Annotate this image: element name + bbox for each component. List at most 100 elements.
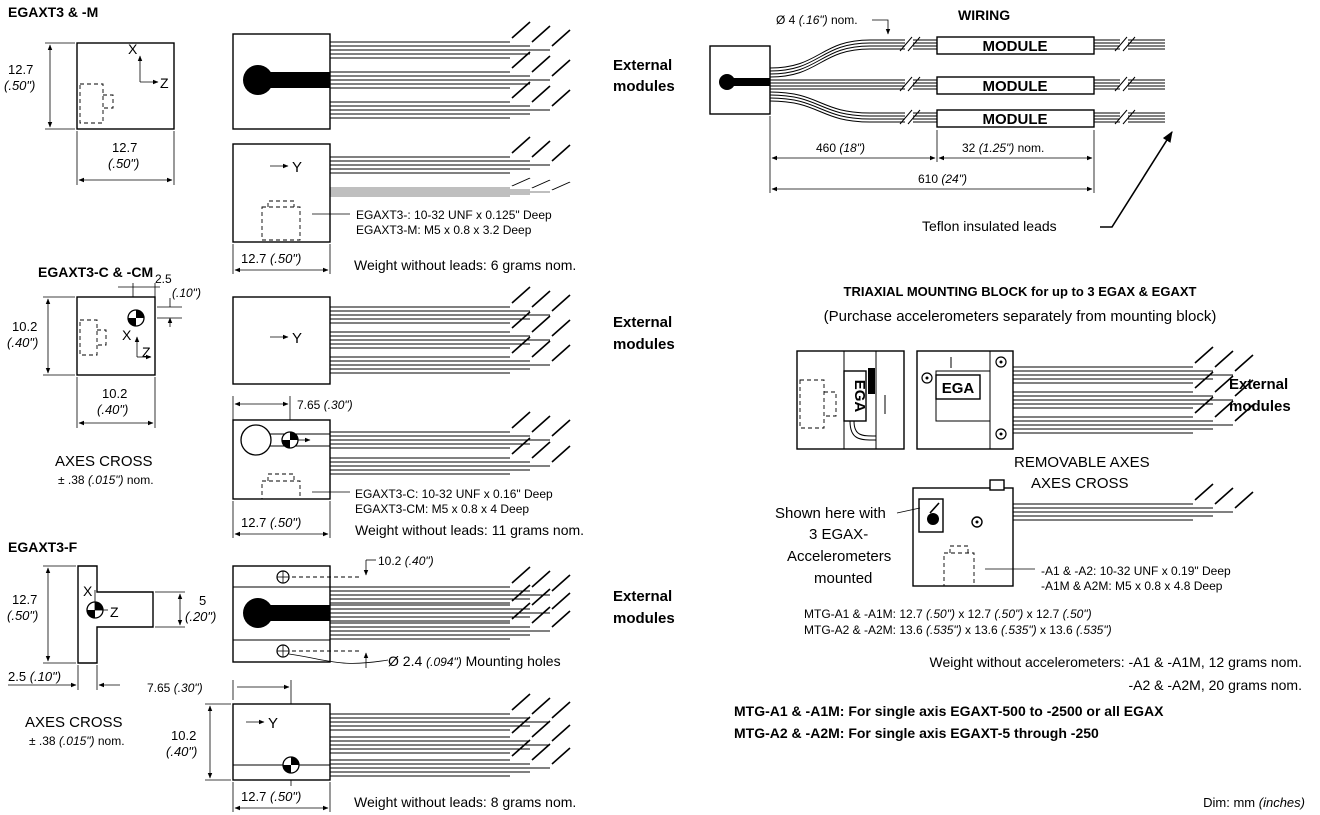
mtg-a1-size: MTG-A1 & -A1M: 12.7 (.50") x 12.7 (.50")… [804, 607, 1092, 621]
wiring-dimensions: 460 (18") 32 (1.25") nom. 610 (24") [769, 116, 1095, 193]
dim-bottom-width-value: 12.7 (.50") [241, 515, 301, 530]
block-cross-view: -A1 & -A2: 10-32 UNF x 0.19" Deep -A1M &… [912, 479, 1254, 593]
axis-z-label: Z [160, 75, 169, 91]
egaxt3-c-end-view: X Z [76, 296, 156, 376]
axis-y-label: Y [292, 159, 302, 176]
dim-width-inches: (.50") [108, 156, 139, 171]
egaxt3-c-height-dimension: 10.2 (.40") [7, 296, 75, 376]
thread-spec-line-2: EGAXT3-M: M5 x 0.8 x 3.2 Deep [356, 223, 532, 237]
thread-spec-line-2: EGAXT3-CM: M5 x 0.8 x 4 Deep [355, 502, 529, 516]
egaxt3-f-side-height-dimension: 10.2 (.40") [166, 703, 231, 781]
section-title-egaxt3-c: EGAXT3-C & -CM [38, 264, 153, 280]
mtg-a2-size: MTG-A2 & -A2M: 13.6 (.535") x 13.6 (.535… [804, 623, 1112, 637]
egaxt3-c-offset-dimension: 2.5 (.10") [118, 272, 201, 327]
wiring-sensor [709, 45, 771, 115]
axis-y-label: Y [292, 330, 302, 347]
module-label: MODULE [983, 78, 1048, 95]
thread-spec-line-1: EGAXT3-C: 10-32 UNF x 0.16" Deep [355, 487, 553, 501]
egaxt3-height-dimension: 12.7 (.50") [4, 42, 75, 130]
block-weight-line-2: -A2 & -A2M, 20 grams nom. [1128, 677, 1302, 693]
dim-bottom-width-value: 12.7 (.50") [241, 789, 301, 804]
dim-height-value: 12.7 [8, 62, 33, 77]
lead-diameter-note: Ø 4 (.16") nom. [776, 13, 858, 27]
dim-460: 460 (18") [816, 141, 865, 155]
shown-note-line-1: Shown here with [775, 505, 886, 522]
dim-height-inches: (.50") [4, 78, 35, 93]
module-label: MODULE [983, 38, 1048, 55]
thread-spec-line-1: EGAXT3-: 10-32 UNF x 0.125" Deep [356, 208, 552, 222]
dim-height-inches: (.50") [7, 608, 38, 623]
dim-hole-spacing: 10.2 (.40") [378, 554, 434, 568]
axis-y-label: Y [268, 715, 278, 732]
axes-cross-label: AXES CROSS [1031, 475, 1129, 492]
external-modules-label-2: modules [1229, 398, 1291, 415]
axis-z-label: Z [142, 344, 151, 360]
wiring-fanout [769, 39, 871, 123]
egaxt3-bottom-width-dimension: 12.7 (.50") Weight without leads: 6 gram… [232, 244, 576, 274]
dim-side-height-inches: (.40") [166, 744, 197, 759]
wiring-title: WIRING [958, 7, 1010, 23]
egaxt3-f-thickness-dimension: 2.5 (.10") [8, 665, 120, 690]
egaxt3-f-hole-spacing-dimension: 10.2 (.40") Ø 2.4 (.094") Mounting holes [288, 554, 561, 669]
dim-bottom-width-value: 12.7 (.50") [241, 251, 301, 266]
egaxt3-f-height-dimension: 12.7 (.50") [7, 565, 76, 664]
egaxt3-width-dimension: 12.7 (.50") [76, 131, 175, 185]
dim-side-height-value: 10.2 [171, 728, 196, 743]
egaxt3-c-top-view: EGAXT3-C: 10-32 UNF x 0.16" Deep EGAXT3-… [232, 411, 571, 516]
weight-note: Weight without leads: 6 grams nom. [354, 257, 576, 273]
teflon-leads-callout: Teflon insulated leads [922, 131, 1173, 234]
dim-width-value: 10.2 [102, 386, 127, 401]
mtg-a1-note: MTG-A1 & -A1M: For single axis EGAXT-500… [734, 703, 1164, 719]
section-wiring: WIRING Ø 4 (.16") nom. MODULE MODULE [709, 7, 1173, 234]
dim-height-value: 10.2 [12, 319, 37, 334]
mounting-holes-note: Ø 2.4 (.094") Mounting holes [388, 653, 561, 669]
ega-label: EGA [942, 380, 975, 397]
dim-offset-value: 2.5 [155, 272, 172, 286]
dim-offset-inches: (.10") [172, 286, 201, 300]
shown-note-line-4: mounted [814, 570, 872, 587]
axes-cross-label: AXES CROSS [55, 453, 153, 470]
dim-32: 32 (1.25") nom. [962, 141, 1044, 155]
external-modules-label: External [613, 314, 672, 331]
thread-spec-line-1: -A1 & -A2: 10-32 UNF x 0.19" Deep [1041, 564, 1231, 578]
dim-center-value: 7.65 (.30") [297, 398, 353, 412]
block-applicability-notes: MTG-A1 & -A1M: For single axis EGAXT-500… [734, 703, 1164, 741]
egaxt3-f-tab-dimension: 5 (.20") [155, 591, 216, 628]
axes-cross-tolerance: ± .38 (.015") nom. [29, 734, 125, 748]
egaxt3-end-view: X Z [76, 41, 175, 130]
section-title-egaxt3-f: EGAXT3-F [8, 539, 78, 555]
egaxt3-c-side-view: Y External modules [232, 286, 675, 385]
block-size-specs: MTG-A1 & -A1M: 12.7 (.50") x 12.7 (.50")… [804, 607, 1112, 637]
section-egaxt3-c: EGAXT3-C & -CM 2.5 (.10") X Z 10.2 (.40"… [7, 264, 675, 538]
block-weight-line-1: Weight without accelerometers: -A1 & -A1… [930, 654, 1302, 670]
axis-x-label: X [128, 41, 138, 57]
dim-center-value: 7.65 (.30") [147, 681, 203, 695]
section-egaxt3-f: EGAXT3-F X Z 12.7 (.50") 5 (.20") 2.5 (.… [7, 539, 675, 812]
dim-height-inches: (.40") [7, 335, 38, 350]
dim-610: 610 (24") [918, 172, 967, 186]
egaxt3-f-bottom-width-dimension: 12.7 (.50") Weight without leads: 8 gram… [232, 782, 576, 812]
external-modules-label-2: modules [613, 336, 675, 353]
wiring-module-row-3: MODULE [870, 109, 1165, 128]
axis-x-label: X [122, 327, 132, 343]
dim-tab-value: 5 [199, 593, 206, 608]
egaxt3-f-side-view: Y [232, 693, 571, 781]
section-title-egaxt3-m: EGAXT3 & -M [8, 4, 98, 20]
weight-note: Weight without leads: 8 grams nom. [354, 794, 576, 810]
shown-note-line-2: 3 EGAX- [809, 526, 868, 543]
dim-thickness-value: 2.5 (.10") [8, 669, 61, 684]
axes-cross-label: AXES CROSS [25, 714, 123, 731]
egaxt3-f-end-view: X Z [77, 565, 154, 664]
wiring-module-row-1: MODULE [870, 36, 1165, 55]
block-front-view: EGA External modules [916, 346, 1291, 450]
shown-note-line-3: Accelerometers [787, 548, 891, 565]
egaxt3-c-width-dimension: 10.2 (.40") [76, 377, 156, 428]
shown-mounted-note: Shown here with 3 EGAX- Accelerometers m… [775, 505, 921, 587]
teflon-leads-label: Teflon insulated leads [922, 218, 1057, 234]
weight-note: Weight without leads: 11 grams nom. [355, 522, 584, 538]
external-modules-label-2: modules [613, 78, 675, 95]
units-note: Dim: mm (inches) [1203, 795, 1305, 810]
removable-axes-label: REMOVABLE AXES [1014, 454, 1150, 471]
egaxt3-top-view: External modules [232, 21, 675, 130]
